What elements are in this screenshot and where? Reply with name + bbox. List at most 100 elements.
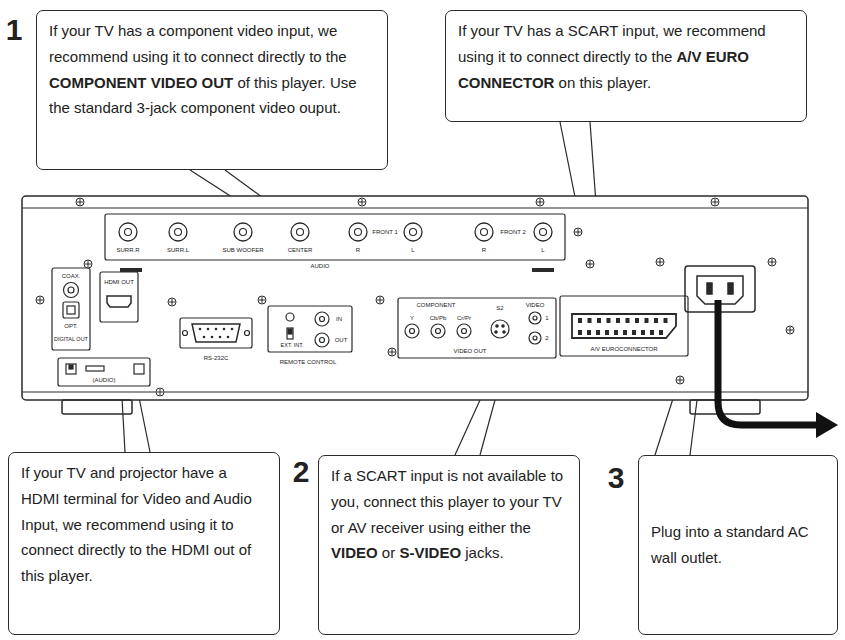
power-cord: [718, 300, 838, 438]
video-out-block-part: [533, 336, 537, 340]
panel-label: AUDIO: [309, 263, 330, 269]
video-out-block-part: [495, 331, 497, 333]
screw-part: [37, 297, 43, 303]
screw: [156, 388, 164, 396]
panel-label: SUB WOOFER: [221, 247, 264, 253]
word: recommend: [49, 48, 132, 65]
pin: [211, 336, 214, 339]
rca-jack: [169, 223, 187, 241]
panel-label: OUT: [334, 337, 349, 343]
word: we: [318, 22, 337, 39]
screw: [574, 228, 582, 236]
callout-number: 3: [607, 463, 626, 493]
pin: [596, 330, 600, 335]
power-cord-part: [718, 300, 820, 425]
word: to: [221, 516, 234, 533]
power-inlet-part: [697, 276, 743, 304]
rs232c-port-part: [183, 331, 188, 336]
word: If: [331, 467, 344, 484]
screw-part: [586, 260, 594, 268]
callout-text: If your TV and projector have a HDMI ter…: [21, 460, 267, 589]
digital-out-block-part: [63, 302, 79, 318]
screw: [388, 348, 396, 356]
hdmi-out-block-part: [100, 272, 138, 322]
video-out-block-part: [502, 325, 504, 327]
screw-part: [656, 258, 664, 266]
panel-label: 2: [544, 335, 549, 341]
video-out-block-part: [410, 329, 415, 334]
video-out-block-part: [398, 298, 556, 358]
panel-label: Cr/Pr: [456, 315, 472, 321]
screw-part: [575, 229, 581, 235]
word: connect: [364, 493, 421, 510]
screw: [376, 296, 384, 304]
word: SCART: [356, 467, 410, 484]
pin: [203, 336, 206, 339]
panel-label: EXT. INT.: [280, 343, 305, 349]
panel-label: COAX.: [61, 273, 82, 279]
word: OUT: [202, 74, 238, 91]
screw-part: [76, 198, 84, 206]
panel-label: L: [410, 247, 415, 253]
rca-jack: [404, 223, 422, 241]
word: CONNECTOR: [458, 74, 559, 91]
pin: [605, 330, 609, 335]
player-body-part: [62, 400, 132, 414]
word: Input,: [21, 516, 63, 533]
word: wall: [651, 549, 681, 566]
callout-text: If a SCART input is not available to you…: [331, 463, 567, 566]
word: the: [146, 541, 171, 558]
word: a: [146, 22, 159, 39]
screws: [36, 198, 794, 396]
word: using: [169, 516, 209, 533]
word: Use: [330, 74, 357, 91]
word: input,: [277, 22, 318, 39]
remote-control-block-part: [268, 306, 352, 352]
video-out-block-part: [503, 331, 505, 333]
switch-block-part: [69, 365, 73, 369]
video-out-block-part: [405, 324, 419, 338]
scart-connector: [560, 296, 688, 356]
player-body-part: [532, 268, 554, 272]
power-inlet-part: [707, 283, 712, 294]
pin: [597, 318, 601, 323]
player-body: [22, 196, 808, 414]
word: EURO: [706, 48, 749, 65]
rca-jack-part: [349, 223, 367, 241]
word: this: [579, 74, 607, 91]
word: has: [527, 22, 555, 39]
video-out-block: [398, 298, 556, 358]
word: out: [214, 541, 239, 558]
switch-block-part: [134, 364, 144, 374]
digital-out-block-part: [68, 287, 74, 293]
word: jacks.: [465, 544, 503, 561]
rca-jack-part: [291, 223, 309, 241]
panel-label: COMPONENT: [416, 302, 457, 308]
word: connect: [21, 541, 78, 558]
word: using: [458, 48, 498, 65]
screw: [258, 296, 266, 304]
word: a: [218, 464, 226, 481]
word: a: [344, 467, 357, 484]
word: to: [129, 541, 146, 558]
rs232c-port-part: [192, 324, 240, 342]
word: into: [685, 523, 713, 540]
screw: [768, 258, 776, 266]
word: input: [411, 467, 448, 484]
word: for: [121, 490, 143, 507]
pin: [587, 330, 591, 335]
word: video: [237, 22, 277, 39]
callout-text: Plug into a standard AC wall outlet.: [651, 519, 825, 571]
switch-block: [58, 358, 150, 386]
pin: [626, 318, 630, 323]
screw-part: [574, 228, 582, 236]
word: HDMI: [171, 541, 214, 558]
digital-out-block-part: [64, 283, 79, 298]
pin: [659, 330, 663, 335]
rca-jack: [349, 223, 367, 241]
word: outlet.: [681, 549, 722, 566]
pin: [645, 318, 649, 323]
screw-part: [537, 199, 543, 205]
remote-control-block-part: [288, 329, 292, 334]
